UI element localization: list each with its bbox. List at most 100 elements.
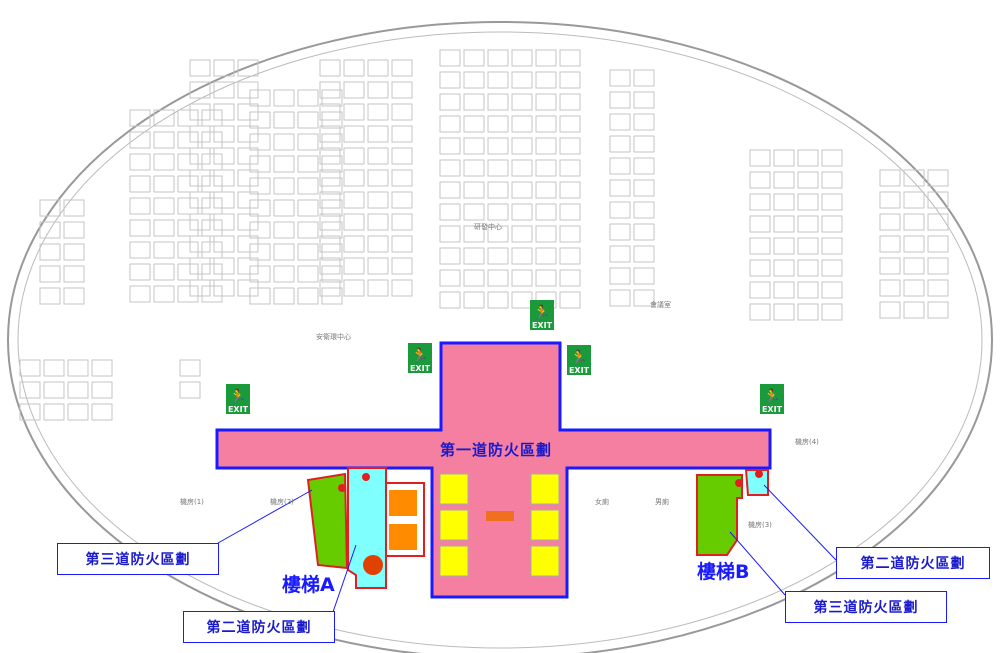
desk	[39, 221, 61, 239]
desk	[189, 59, 211, 77]
desk	[129, 285, 151, 303]
desk	[319, 257, 341, 275]
desk	[213, 257, 235, 275]
desk	[927, 213, 949, 231]
desk	[201, 241, 223, 259]
desk	[319, 169, 341, 187]
desk	[177, 175, 199, 193]
desk	[903, 213, 925, 231]
desk	[511, 225, 533, 243]
desk	[439, 159, 461, 177]
desk	[463, 269, 485, 287]
desk	[749, 193, 771, 211]
desk	[63, 243, 85, 261]
desk	[391, 59, 413, 77]
desk	[821, 193, 843, 211]
desk	[487, 137, 509, 155]
desk-clusters	[19, 49, 949, 421]
desk	[249, 177, 271, 195]
desk	[633, 69, 655, 87]
desk	[391, 279, 413, 297]
desk	[559, 115, 581, 133]
desk	[463, 159, 485, 177]
desk	[189, 235, 211, 253]
second-zone-callout-left: 第二道防火區劃	[183, 611, 335, 643]
desk	[273, 177, 295, 195]
desk	[367, 147, 389, 165]
desk	[439, 137, 461, 155]
desk	[19, 359, 41, 377]
desk	[927, 257, 949, 275]
desk	[511, 71, 533, 89]
desk	[879, 301, 901, 319]
desk	[749, 171, 771, 189]
elevator	[439, 473, 469, 505]
stair-a-label: 樓梯A	[282, 574, 335, 596]
desk	[821, 237, 843, 255]
desk	[201, 197, 223, 215]
callout-line	[217, 489, 313, 544]
running-man-icon: 🏃	[229, 389, 247, 405]
desk	[511, 203, 533, 221]
desk	[903, 191, 925, 209]
desk	[297, 287, 319, 305]
desk	[511, 159, 533, 177]
running-man-icon: 🏃	[411, 348, 429, 364]
desk	[249, 89, 271, 107]
desk	[273, 89, 295, 107]
desk	[633, 267, 655, 285]
desk	[213, 125, 235, 143]
desk	[213, 59, 235, 77]
desk	[343, 169, 365, 187]
desk	[367, 81, 389, 99]
desk	[297, 243, 319, 261]
desk	[319, 213, 341, 231]
desk	[749, 237, 771, 255]
desk	[391, 257, 413, 275]
exit-sign: 🏃EXIT	[567, 345, 591, 375]
desk	[797, 303, 819, 321]
desk	[189, 125, 211, 143]
desk	[559, 93, 581, 111]
orange-room	[389, 490, 417, 516]
desk	[439, 71, 461, 89]
callout-line	[763, 484, 837, 561]
room-label: 機房(2)	[270, 498, 294, 506]
exit-sign: 🏃EXIT	[530, 300, 554, 330]
desk	[609, 201, 631, 219]
desk	[367, 169, 389, 187]
desk	[153, 131, 175, 149]
desk	[559, 291, 581, 309]
desk	[609, 179, 631, 197]
desk	[343, 103, 365, 121]
desk	[879, 257, 901, 275]
desk	[487, 71, 509, 89]
desk	[189, 103, 211, 121]
desk	[129, 197, 151, 215]
desk	[213, 213, 235, 231]
desk	[273, 133, 295, 151]
desk	[39, 199, 61, 217]
desk	[153, 153, 175, 171]
desk	[633, 223, 655, 241]
desk	[559, 247, 581, 265]
room-label: 女廁	[595, 498, 609, 506]
desk	[879, 279, 901, 297]
desk	[535, 159, 557, 177]
desk	[511, 181, 533, 199]
desk	[821, 215, 843, 233]
desk	[297, 199, 319, 217]
desk	[249, 155, 271, 173]
desk	[319, 125, 341, 143]
desk	[535, 269, 557, 287]
desk	[201, 131, 223, 149]
desk	[821, 171, 843, 189]
desk	[773, 171, 795, 189]
desk	[633, 157, 655, 175]
desk	[559, 71, 581, 89]
desk	[273, 243, 295, 261]
desk	[609, 267, 631, 285]
desk	[273, 265, 295, 283]
desk	[633, 113, 655, 131]
exit-sign: 🏃EXIT	[760, 384, 784, 414]
